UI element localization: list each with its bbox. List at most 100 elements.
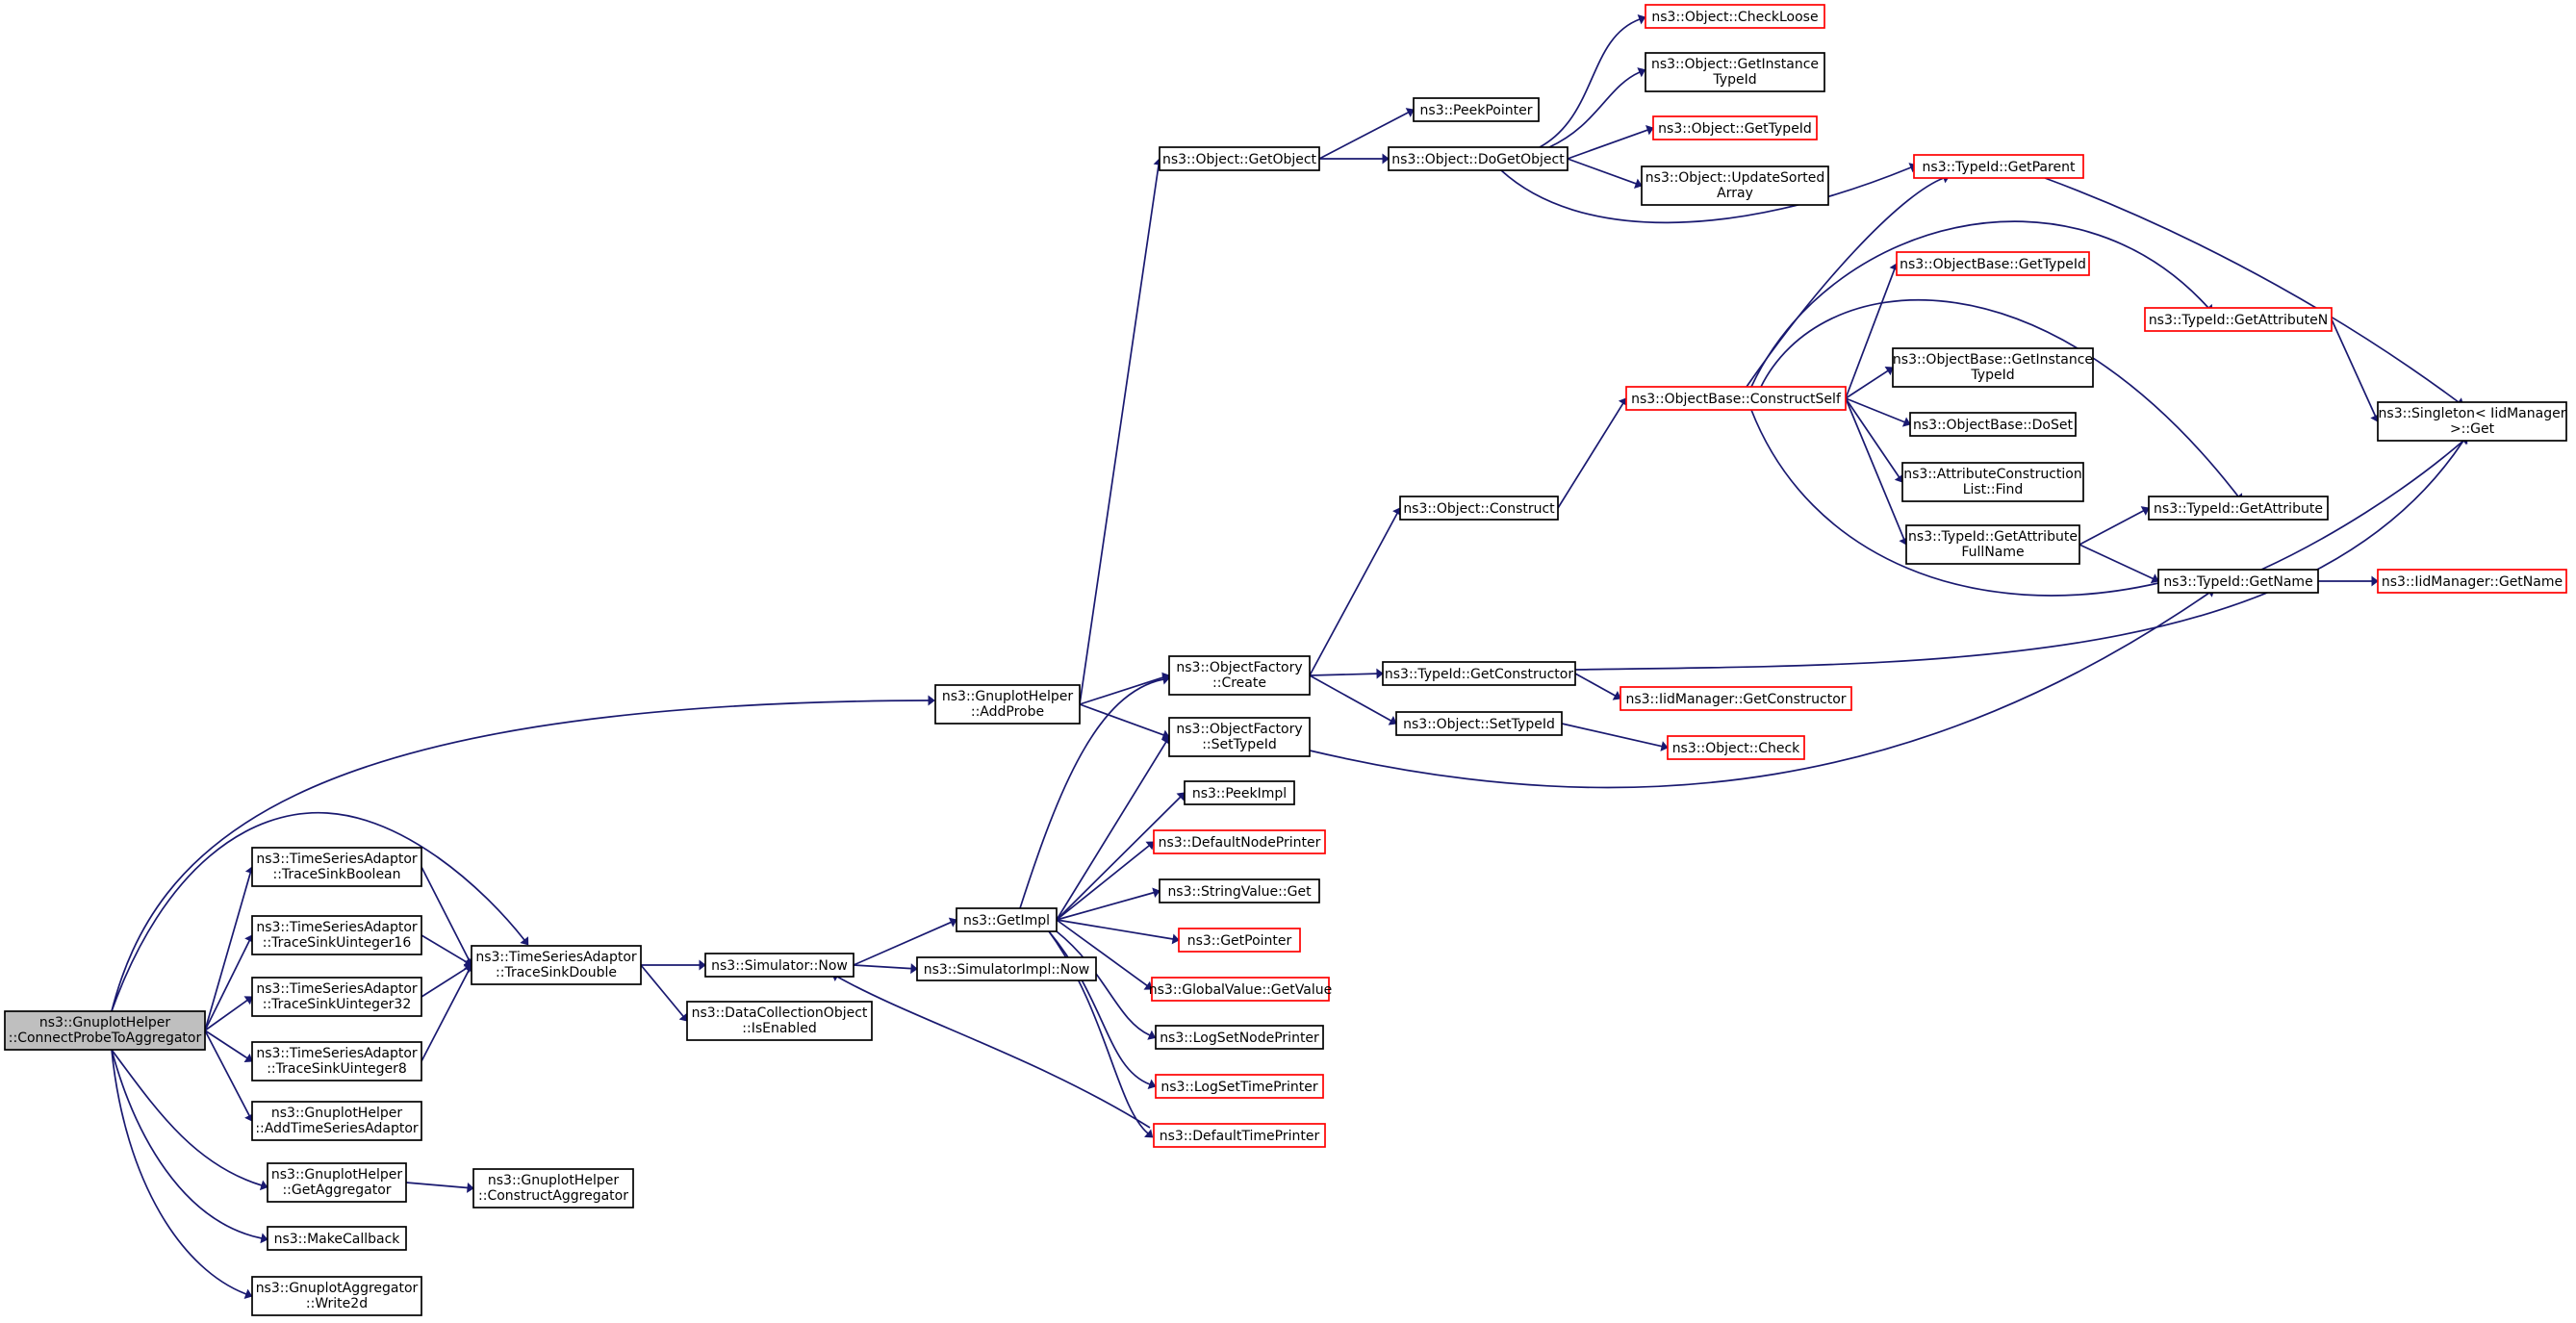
edge-arrowhead — [948, 917, 957, 928]
edge-objGetObject-to-objDoGetObject — [1319, 153, 1390, 165]
node-iidGetCtor[interactable]: ns3::IidManager::GetConstructor — [1620, 686, 1852, 711]
node-defTimePrinter[interactable]: ns3::DefaultTimePrinter — [1153, 1123, 1326, 1148]
edge-getImpl-to-defNodePrinter — [1056, 841, 1155, 921]
node-ofSetTypeId[interactable]: ns3::ObjectFactory::SetTypeId — [1168, 717, 1311, 757]
node-obDoSet[interactable]: ns3::ObjectBase::DoSet — [1909, 412, 2077, 437]
node-tidGetAttr[interactable]: ns3::TypeId::GetAttribute — [2148, 496, 2329, 521]
node-objGetTypeId[interactable]: ns3::Object::GetTypeId — [1652, 115, 1818, 140]
edge-arrowhead — [520, 936, 529, 946]
node-logSetTime[interactable]: ns3::LogSetTimePrinter — [1155, 1074, 1324, 1099]
node-label: ns3::StringValue::Get — [1167, 884, 1312, 900]
edge-arrowhead — [1405, 108, 1415, 117]
edge-defTimePrinter-to-simNow — [831, 972, 1151, 1129]
node-checkLoose[interactable]: ns3::Object::CheckLoose — [1645, 4, 1825, 29]
node-box — [956, 907, 1058, 932]
edge-tidGetParent-to-singletonGet — [2044, 177, 2464, 407]
edge-ofCreate-to-objConstruct — [1309, 507, 1402, 676]
node-objCheck[interactable]: ns3::Object::Check — [1667, 735, 1805, 760]
node-addProbe[interactable]: ns3::GnuplotHelper::AddProbe — [934, 684, 1081, 725]
node-tsU16[interactable]: ns3::TimeSeriesAdaptor::TraceSinkUintege… — [251, 915, 422, 955]
edge-simNow-to-getImpl — [853, 917, 957, 966]
node-label: TypeId — [1712, 72, 1756, 88]
edge-arrowhead — [1637, 67, 1646, 78]
edge-obConstructSelf-to-obGetInstTid — [1845, 366, 1894, 399]
node-makeCb[interactable]: ns3::MakeCallback — [267, 1226, 407, 1251]
node-getAgg[interactable]: ns3::GnuplotHelper::GetAggregator — [267, 1162, 407, 1203]
edge-root-to-tsU8 — [204, 1030, 253, 1063]
node-tidGetParent[interactable]: ns3::TypeId::GetParent — [1913, 154, 2084, 179]
node-addTS[interactable]: ns3::GnuplotHelper::AddTimeSeriesAdaptor — [251, 1101, 422, 1141]
edge-objConstruct-to-obConstructSelf — [1557, 397, 1628, 509]
node-label: ::IsEnabled — [742, 1021, 816, 1036]
node-box — [1896, 251, 2090, 276]
node-defNodePrinter[interactable]: ns3::DefaultNodePrinter — [1153, 829, 1326, 854]
node-tidGetCtor[interactable]: ns3::TypeId::GetConstructor — [1382, 661, 1576, 686]
node-tidGetAttrN[interactable]: ns3::TypeId::GetAttributeN — [2144, 307, 2333, 332]
node-getImpl[interactable]: ns3::GetImpl — [956, 907, 1058, 932]
node-label: ns3::TimeSeriesAdaptor — [256, 1046, 418, 1061]
edge-tidGetName-to-iidGetName — [2318, 575, 2379, 587]
node-write2d[interactable]: ns3::GnuplotAggregator::Write2d — [251, 1276, 422, 1316]
node-ofCreate[interactable]: ns3::ObjectFactory::Create — [1168, 655, 1311, 696]
edge-tidGetAttrN-to-singletonGet — [2331, 318, 2381, 422]
edge-objDoGetObject-to-objGetTypeId — [1567, 125, 1654, 160]
node-label: ::ConnectProbeToAggregator — [9, 1030, 202, 1046]
node-box — [1159, 146, 1320, 171]
edge-obConstructSelf-to-obGetTypeId — [1845, 263, 1900, 399]
node-gvGetValue[interactable]: ns3::GlobalValue::GetValue — [1149, 977, 1332, 1002]
node-tsDouble[interactable]: ns3::TimeSeriesAdaptor::TraceSinkDouble — [471, 945, 642, 985]
node-label: ns3::TypeId::GetAttributeN — [2149, 313, 2328, 328]
node-dcoEnabled[interactable]: ns3::DataCollectionObject::IsEnabled — [686, 1001, 873, 1041]
node-obConstructSelf[interactable]: ns3::ObjectBase::ConstructSelf — [1625, 386, 1847, 411]
node-label: ns3::ObjectBase::GetTypeId — [1900, 257, 2086, 272]
node-simNow[interactable]: ns3::Simulator::Now — [704, 953, 854, 978]
node-tsU32[interactable]: ns3::TimeSeriesAdaptor::TraceSinkUintege… — [251, 977, 422, 1017]
node-box — [686, 1001, 873, 1041]
node-peekImpl[interactable]: ns3::PeekImpl — [1184, 780, 1295, 805]
node-tidGetName[interactable]: ns3::TypeId::GetName — [2157, 569, 2319, 594]
node-singletonGet[interactable]: ns3::Singleton< IidManager>::Get — [2377, 401, 2567, 442]
node-iidGetName[interactable]: ns3::IidManager::GetName — [2377, 569, 2567, 594]
node-constructAgg[interactable]: ns3::GnuplotHelper::ConstructAggregator — [472, 1168, 634, 1209]
node-logSetNode[interactable]: ns3::LogSetNodePrinter — [1155, 1025, 1324, 1050]
node-tsU8[interactable]: ns3::TimeSeriesAdaptor::TraceSinkUintege… — [251, 1041, 422, 1081]
node-box — [1382, 661, 1576, 686]
node-label: ::TraceSinkUinteger8 — [267, 1061, 407, 1077]
node-tsBool[interactable]: ns3::TimeSeriesAdaptor::TraceSinkBoolean — [251, 847, 422, 887]
node-getPointer[interactable]: ns3::GetPointer — [1178, 928, 1301, 953]
node-strValGet[interactable]: ns3::StringValue::Get — [1159, 878, 1320, 903]
node-simImplNow[interactable]: ns3::SimulatorImpl::Now — [916, 956, 1097, 981]
edge-root-to-tsDouble — [111, 811, 529, 1012]
node-label: ::SetTypeId — [1202, 737, 1277, 752]
node-label: ::TraceSinkDouble — [496, 965, 617, 980]
edge-obConstructSelf-to-tidGetName — [1750, 409, 2165, 597]
node-objDoGetObject[interactable]: ns3::Object::DoGetObject — [1388, 146, 1569, 171]
node-obGetTypeId[interactable]: ns3::ObjectBase::GetTypeId — [1896, 251, 2090, 276]
node-label: ns3::TypeId::GetConstructor — [1385, 667, 1573, 682]
edge-ofCreate-to-objSetTypeId — [1309, 674, 1397, 725]
node-label: ns3::TimeSeriesAdaptor — [256, 920, 418, 935]
node-box — [934, 684, 1081, 725]
node-label: FullName — [1961, 545, 2024, 560]
node-box — [1178, 928, 1301, 953]
node-peekPointer[interactable]: ns3::PeekPointer — [1413, 97, 1540, 122]
node-label: ns3::Object::UpdateSorted — [1645, 170, 1824, 186]
node-root[interactable]: ns3::GnuplotHelper::ConnectProbeToAggreg… — [4, 1010, 206, 1051]
node-objSetTypeId[interactable]: ns3::Object::SetTypeId — [1395, 711, 1563, 736]
node-label: ns3::GnuplotHelper — [488, 1173, 619, 1188]
node-label: ns3::ObjectBase::ConstructSelf — [1631, 392, 1842, 407]
node-objGetObject[interactable]: ns3::Object::GetObject — [1159, 146, 1320, 171]
node-box — [1155, 1025, 1324, 1050]
node-box — [1168, 717, 1311, 757]
edge-objSetTypeId-to-objCheck — [1561, 723, 1669, 751]
node-box — [1641, 165, 1829, 206]
node-label: ns3::DefaultTimePrinter — [1160, 1129, 1320, 1144]
node-objConstruct[interactable]: ns3::Object::Construct — [1399, 496, 1559, 521]
edge-root-to-makeCb — [111, 1049, 268, 1244]
node-label: ns3::Object::DoGetObject — [1391, 152, 1565, 167]
